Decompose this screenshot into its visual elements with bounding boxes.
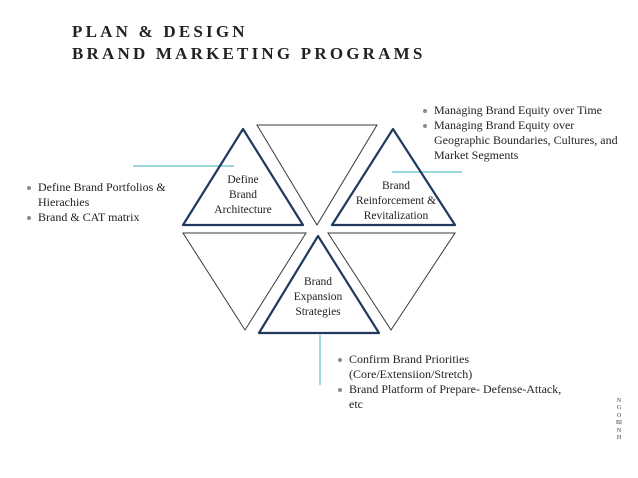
triangle-expansion	[257, 234, 381, 335]
triangle-top-center	[256, 124, 378, 226]
bullet-list-left: Define Brand Portfolios & Hierachies Bra…	[27, 180, 187, 225]
author-vertical-text: NGO BINH	[616, 398, 622, 442]
label-line: Define	[227, 174, 259, 186]
triangle-label-define-architecture: Define Brand Architecture	[203, 173, 283, 218]
list-item: Brand Platform of Prepare- Defense-Attac…	[338, 382, 578, 412]
page-title-line-2: BRAND MARKETING PROGRAMS	[72, 44, 426, 63]
list-item: Define Brand Portfolios & Hierachies	[27, 180, 187, 210]
label-line: Expansion	[293, 291, 343, 303]
triangle-bottom-left	[182, 232, 307, 331]
label-line: Brand	[381, 180, 411, 192]
triangle-label-expansion: Brand Expansion Strategies	[278, 275, 358, 320]
label-line: Brand	[228, 189, 258, 201]
triangle-label-reinforcement: Brand Reinforcement & Revitalization	[348, 179, 444, 224]
bullet-list-top-right: Managing Brand Equity over Time Managing…	[423, 103, 623, 163]
triangle-bottom-right	[327, 232, 456, 331]
page-title-line-1: PLAN & DESIGN	[72, 22, 248, 41]
label-line: Architecture	[214, 204, 272, 216]
label-line: Strategies	[295, 306, 341, 318]
label-line: Revitalization	[363, 210, 429, 222]
bullet-list-bottom: Confirm Brand Priorities (Core/Extensiio…	[338, 352, 578, 412]
list-item: Managing Brand Equity over Geographic Bo…	[423, 118, 623, 163]
label-line: Reinforcement &	[355, 195, 437, 207]
triangle-reinforcement	[330, 127, 457, 227]
label-line: Brand	[303, 276, 333, 288]
list-item: Brand & CAT matrix	[27, 210, 187, 225]
list-item: Confirm Brand Priorities (Core/Extensiio…	[338, 352, 578, 382]
list-item: Managing Brand Equity over Time	[423, 103, 623, 118]
triangle-define-architecture	[181, 127, 305, 227]
